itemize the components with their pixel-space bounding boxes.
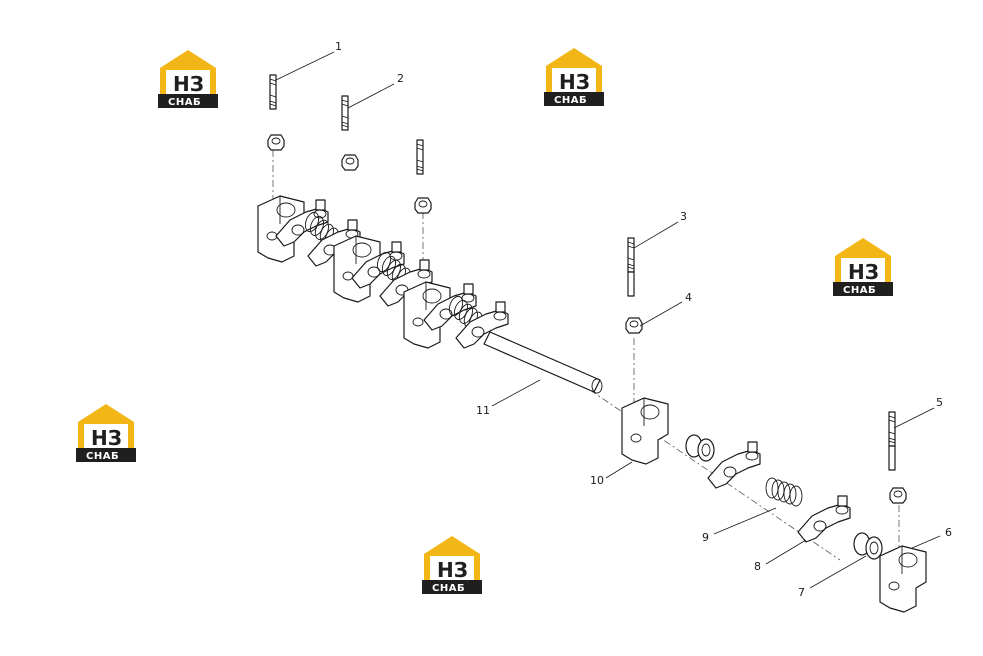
watermark-brand-text: НЗ xyxy=(559,70,590,94)
rocker-shaft-part-11 xyxy=(483,331,601,393)
watermark-logo-2: НЗ СНАБ xyxy=(544,48,604,106)
callout-labels: 1 2 3 4 5 6 7 8 9 10 11 xyxy=(335,40,952,599)
watermark-sub-text: СНАБ xyxy=(168,97,201,108)
callout-5: 5 xyxy=(936,396,943,409)
leader-lines xyxy=(275,51,941,589)
bracket-part-6 xyxy=(879,545,927,613)
stud-part-5 xyxy=(888,411,896,471)
callout-1: 1 xyxy=(335,40,342,53)
callout-10: 10 xyxy=(590,474,604,487)
assembled-rocker-group xyxy=(257,195,603,394)
nut-part-2 xyxy=(341,154,359,171)
watermark-logo-3: НЗ СНАБ xyxy=(833,238,893,296)
bracket-part-10 xyxy=(621,397,669,465)
watermark-logo-1: НЗ СНАБ xyxy=(158,50,218,108)
spacer-part-7 xyxy=(853,532,883,560)
stud-part-3 xyxy=(627,237,635,297)
callout-8: 8 xyxy=(754,560,761,573)
rocker-arm-part-left xyxy=(707,441,761,489)
watermark-sub-text: СНАБ xyxy=(843,285,876,296)
nut-part-center xyxy=(414,197,432,214)
watermark-sub-text: СНАБ xyxy=(554,95,587,106)
nut-part-5 xyxy=(889,487,907,504)
watermark-brand-text: НЗ xyxy=(437,558,468,582)
callout-2: 2 xyxy=(397,72,404,85)
spacer-part xyxy=(685,434,715,462)
watermark-sub-text: СНАБ xyxy=(432,583,465,594)
nut-part-1 xyxy=(267,134,285,151)
watermark-logo-4: НЗ СНАБ xyxy=(76,404,136,462)
watermark-sub-text: СНАБ xyxy=(86,451,119,462)
callout-6: 6 xyxy=(945,526,952,539)
callout-4: 4 xyxy=(685,291,692,304)
center-lines xyxy=(272,150,900,561)
stud-part-1 xyxy=(269,74,277,110)
nut-part-4 xyxy=(625,317,643,334)
callout-7: 7 xyxy=(798,586,805,599)
watermark-logo-5: НЗ СНАБ xyxy=(422,536,482,594)
rocker-arm-part-8 xyxy=(797,495,851,543)
callout-9: 9 xyxy=(702,531,709,544)
stud-part-center xyxy=(416,139,424,175)
stud-part-2 xyxy=(341,95,349,131)
callout-11: 11 xyxy=(476,404,490,417)
spring-part-9 xyxy=(765,477,803,507)
callout-3: 3 xyxy=(680,210,687,223)
watermark-brand-text: НЗ xyxy=(91,426,122,450)
watermark-brand-text: НЗ xyxy=(173,72,204,96)
watermark-brand-text: НЗ xyxy=(848,260,879,284)
